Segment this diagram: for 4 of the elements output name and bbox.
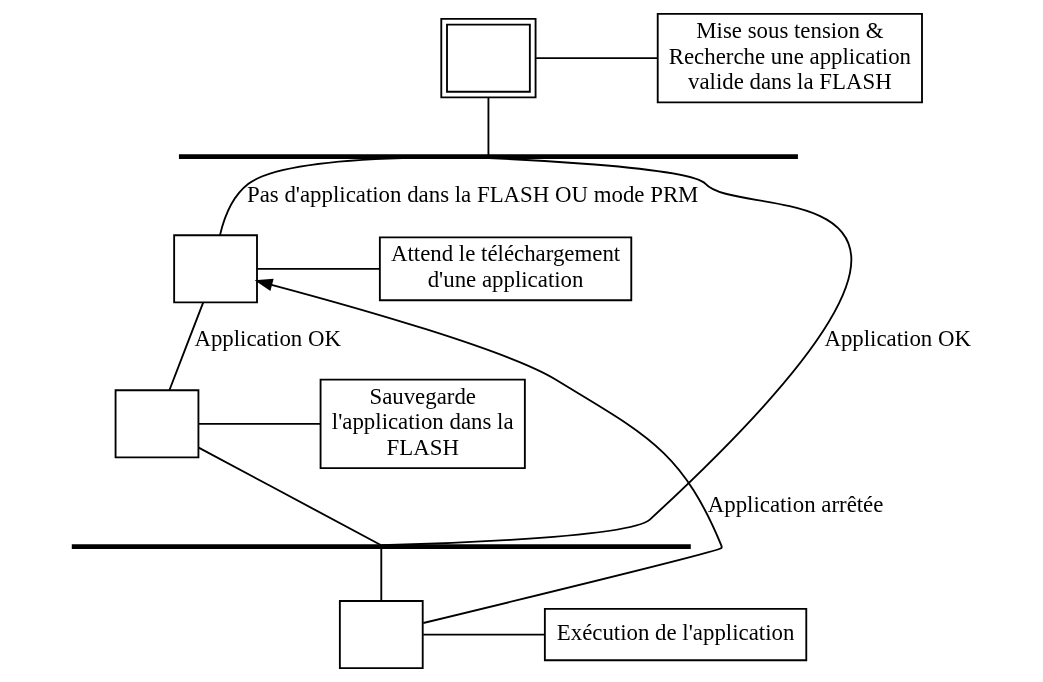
edge-label: Pas d'application dans la FLASH OU mode PRM [246, 182, 698, 208]
edge-label: Application arrêtée [707, 492, 883, 518]
edge-label: Application OK [823, 326, 971, 352]
edge-label: Application OK [193, 326, 341, 352]
